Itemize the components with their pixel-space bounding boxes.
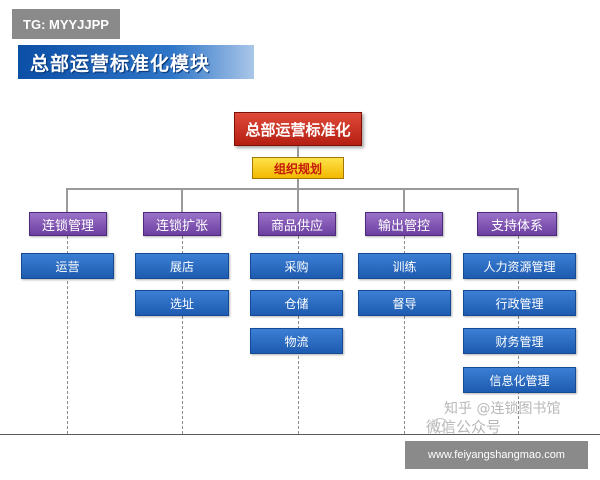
wechat-icon	[432, 418, 448, 432]
watermark-badge-top: TG: MYYJJPP	[12, 9, 120, 39]
category-header: 输出管控	[365, 212, 443, 236]
leaf-node: 信息化管理	[463, 367, 576, 393]
leaf-node: 物流	[250, 328, 343, 354]
dashed-line-2	[182, 236, 183, 434]
category-header: 连锁管理	[29, 212, 107, 236]
leaf-node: 人力资源管理	[463, 253, 576, 279]
bottom-divider	[0, 434, 600, 435]
leaf-node: 采购	[250, 253, 343, 279]
connector-drop-2	[181, 188, 183, 212]
watermark-badge-bottom: www.feiyangshangmao.com	[405, 441, 588, 469]
leaf-node: 督导	[358, 290, 451, 316]
root-node: 总部运营标准化	[234, 112, 362, 146]
dashed-line-4	[404, 236, 405, 434]
dashed-line-1	[67, 236, 68, 434]
connector-horizontal-bar	[66, 188, 518, 190]
connector-sub-bar	[297, 179, 299, 188]
watermark-zhihu: 知乎 @连锁图书馆	[444, 401, 561, 417]
sub-node: 组织规划	[252, 157, 344, 179]
leaf-node: 展店	[135, 253, 229, 279]
category-header: 支持体系	[477, 212, 557, 236]
leaf-node: 行政管理	[463, 290, 576, 316]
connector-drop-5	[517, 188, 519, 212]
category-header: 商品供应	[258, 212, 336, 236]
connector-root-sub	[297, 146, 299, 157]
connector-drop-4	[403, 188, 405, 212]
leaf-node: 选址	[135, 290, 229, 316]
banner-title: 总部运营标准化模块	[18, 45, 254, 79]
connector-drop-1	[66, 188, 68, 212]
leaf-node: 仓储	[250, 290, 343, 316]
category-header: 连锁扩张	[143, 212, 221, 236]
leaf-node: 财务管理	[463, 328, 576, 354]
connector-drop-3	[297, 188, 299, 212]
leaf-node: 运营	[21, 253, 114, 279]
leaf-node: 训练	[358, 253, 451, 279]
